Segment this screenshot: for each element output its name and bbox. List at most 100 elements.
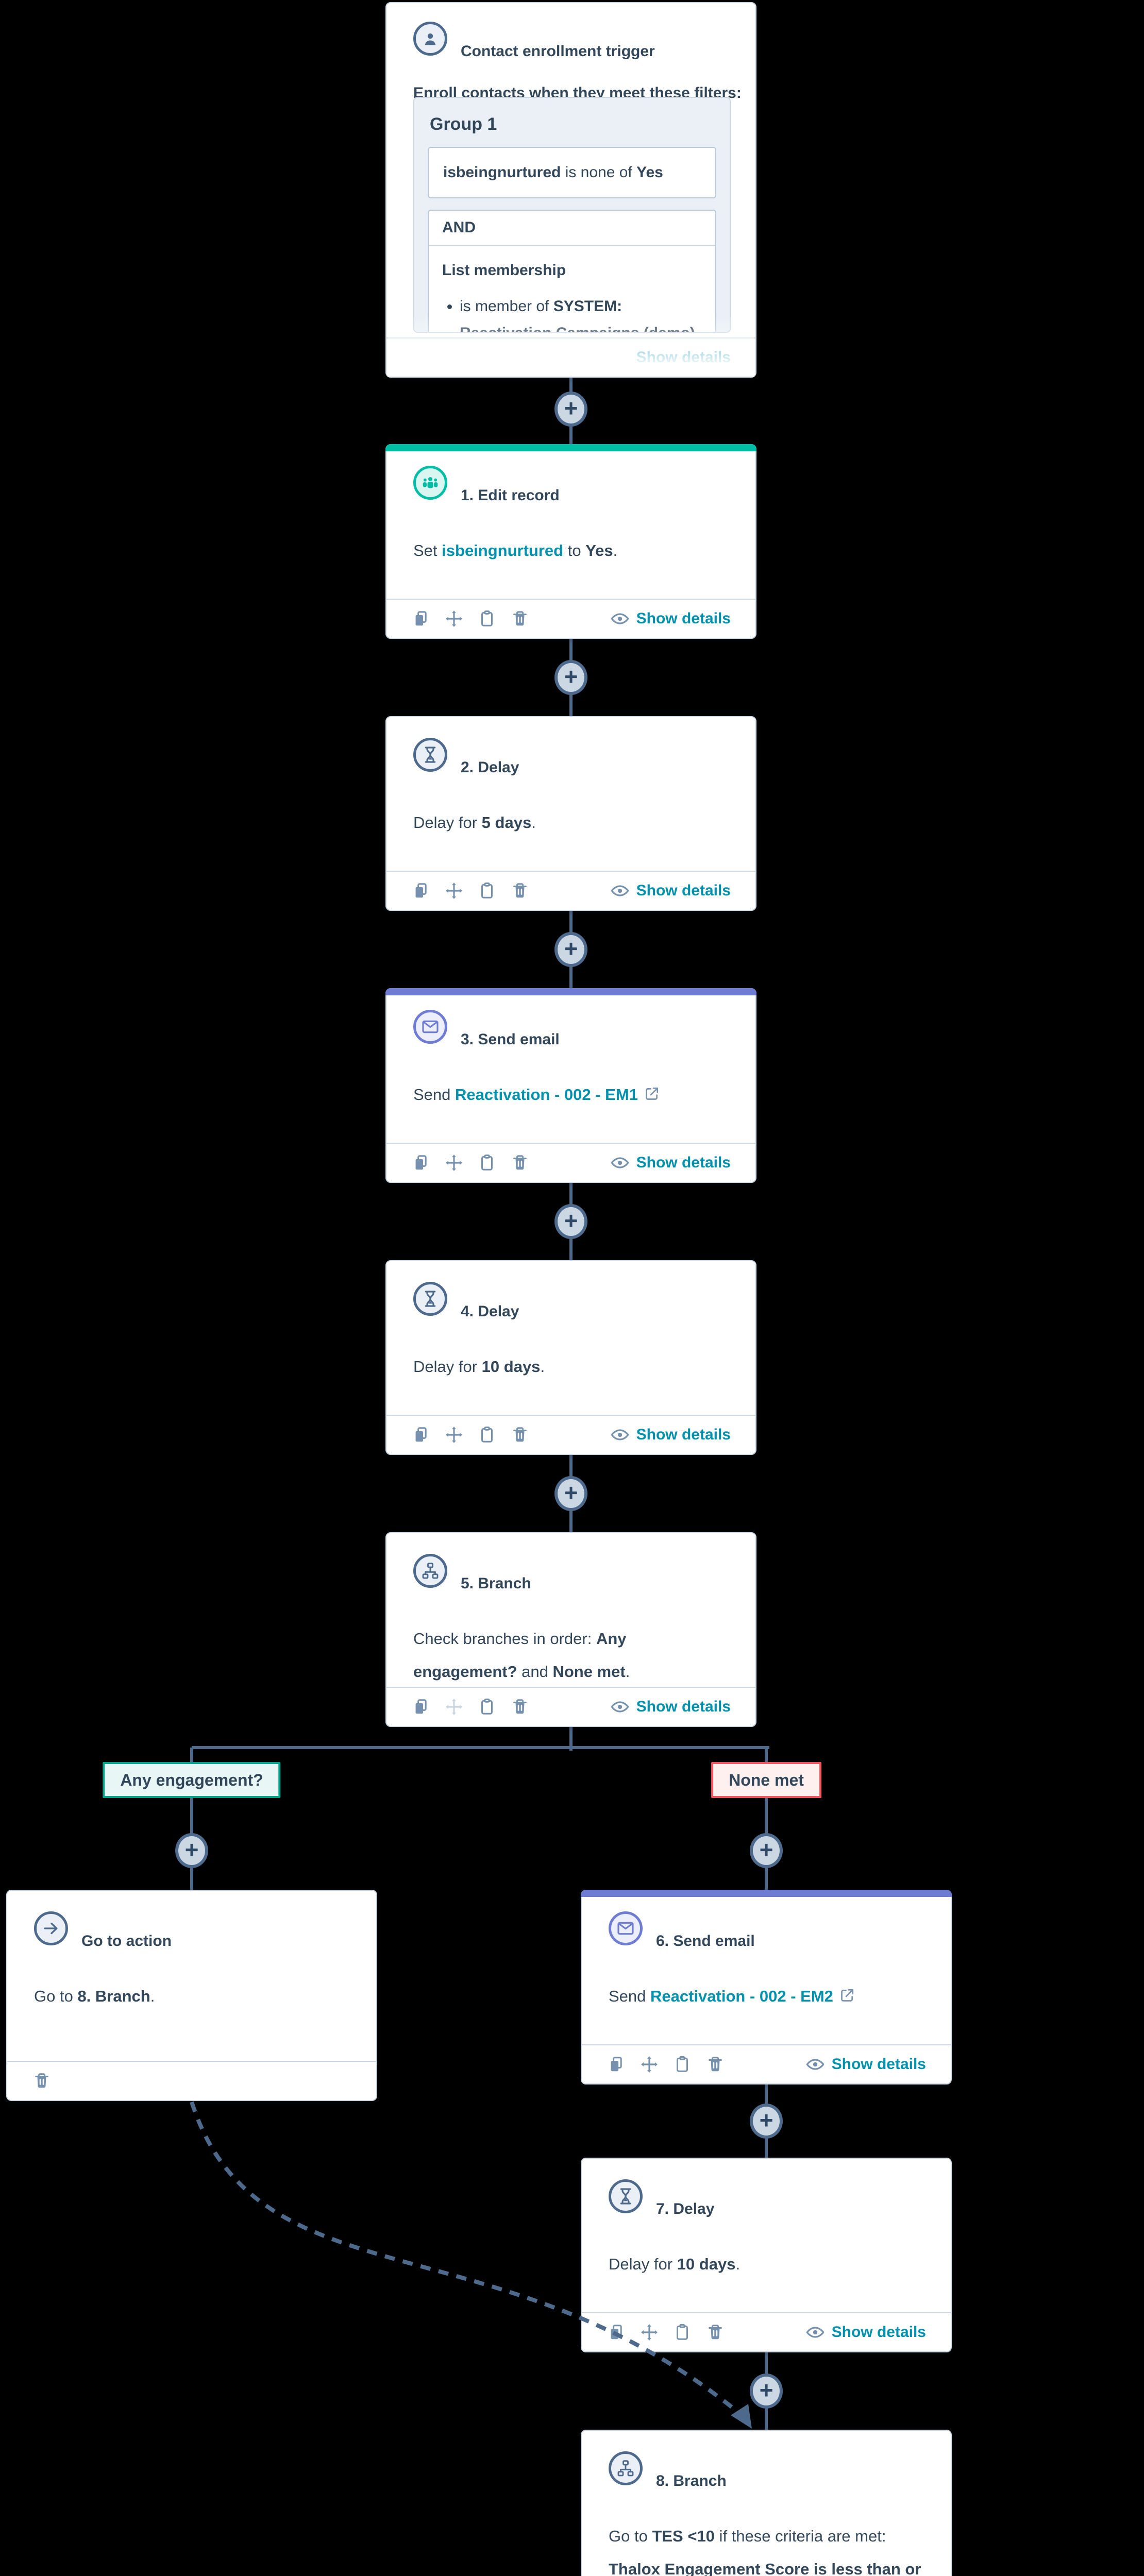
hourglass-icon	[413, 738, 447, 772]
clipboard-icon[interactable]	[477, 881, 497, 901]
connector-line	[192, 1746, 769, 1749]
clipboard-icon[interactable]	[477, 1425, 497, 1445]
external-link-icon[interactable]	[838, 1982, 856, 2002]
add-action-button[interactable]: +	[554, 932, 587, 967]
contact-icon	[413, 22, 447, 56]
filter-group: Group 1 isbeingnurtured is none of Yes A…	[413, 97, 731, 333]
add-action-button[interactable]: +	[554, 1204, 587, 1239]
show-details-link[interactable]: Show details	[805, 2322, 926, 2343]
record-link[interactable]: Reactivation - 002 - EM1	[455, 1086, 638, 1104]
show-details-link[interactable]: Show details	[610, 608, 731, 629]
copy-icon[interactable]	[411, 1425, 431, 1445]
move-icon[interactable]	[640, 2055, 659, 2074]
arrowhead	[731, 2404, 752, 2429]
move-icon[interactable]	[444, 881, 464, 901]
eye-icon	[610, 1697, 630, 1717]
add-action-button[interactable]: +	[750, 2104, 783, 2139]
trash-icon[interactable]	[510, 1153, 530, 1173]
trash-icon[interactable]	[32, 2071, 52, 2091]
show-details-link[interactable]: Show details	[610, 1697, 731, 1717]
add-action-button[interactable]: +	[554, 392, 587, 427]
card-body: Delay for 10 days.	[609, 2255, 741, 2273]
eye-icon	[610, 347, 630, 368]
card-title: 5. Branch	[461, 1574, 531, 1592]
show-details-link[interactable]: Show details	[610, 1425, 731, 1445]
card-footer: Show details	[386, 871, 755, 910]
list-membership-criteria: is member of SYSTEM: Reactivation Campai…	[460, 293, 702, 332]
card-footer: Show details	[582, 2312, 951, 2351]
record-link[interactable]: isbeingnurtured	[442, 541, 564, 560]
contacts-icon	[413, 466, 447, 500]
branch-icon	[413, 1554, 447, 1588]
card-title: 8. Branch	[656, 2472, 727, 2489]
and-filter-box[interactable]: AND List membership is member of SYSTEM:…	[428, 210, 716, 332]
add-action-button[interactable]: +	[750, 1833, 783, 1868]
show-details-link[interactable]: Show details	[610, 880, 731, 901]
branch-label: None met	[711, 1762, 821, 1798]
move-icon[interactable]	[444, 1153, 464, 1173]
copy-icon[interactable]	[411, 1153, 431, 1173]
eye-icon	[805, 2054, 826, 2075]
move-icon[interactable]	[444, 1425, 464, 1445]
enrollment-trigger-card[interactable]: Contact enrollment trigger Enroll contac…	[385, 2, 756, 378]
clipboard-icon[interactable]	[411, 348, 431, 367]
trash-icon[interactable]	[510, 1697, 530, 1717]
move-icon	[444, 1697, 464, 1717]
trash-icon[interactable]	[510, 1425, 530, 1445]
clipboard-icon[interactable]	[477, 609, 497, 629]
and-label: AND	[429, 211, 715, 246]
add-action-button[interactable]: +	[554, 660, 587, 695]
clipboard-icon[interactable]	[672, 2323, 692, 2342]
eye-icon	[610, 1425, 630, 1445]
show-details-link[interactable]: Show details	[610, 1153, 731, 1173]
card-body: Go to TES <10 if these criteria are met:…	[609, 2527, 921, 2576]
eye-icon	[610, 880, 630, 901]
card-body: Check branches in order: Any engagement?…	[413, 1630, 630, 1681]
email-icon	[609, 1911, 643, 1945]
clipboard-icon[interactable]	[477, 1697, 497, 1717]
trigger-footer: Show details	[386, 337, 755, 377]
clipboard-icon[interactable]	[672, 2055, 692, 2074]
eye-icon	[805, 2322, 826, 2343]
email-icon	[413, 1010, 447, 1044]
card-footer: Show details	[386, 1143, 755, 1182]
filter-row[interactable]: isbeingnurtured is none of Yes	[428, 147, 716, 198]
trash-icon[interactable]	[510, 881, 530, 901]
trigger-title: Contact enrollment trigger	[461, 42, 655, 60]
copy-icon[interactable]	[607, 2055, 626, 2074]
move-icon[interactable]	[640, 2323, 659, 2342]
card-footer: Show details	[386, 599, 755, 638]
trash-icon[interactable]	[705, 2055, 725, 2074]
clipboard-icon[interactable]	[477, 1153, 497, 1173]
add-action-button[interactable]: +	[554, 1476, 587, 1511]
add-action-button[interactable]: +	[750, 2374, 783, 2409]
copy-icon[interactable]	[411, 609, 431, 629]
show-details-link[interactable]: Show details	[805, 2054, 926, 2075]
copy-icon[interactable]	[411, 881, 431, 901]
card-body: Send Reactivation - 002 - EM2	[609, 1980, 924, 2013]
copy-icon[interactable]	[607, 2323, 626, 2342]
branch-icon	[609, 2451, 643, 2485]
show-details-link[interactable]: Show details	[610, 347, 731, 368]
add-action-button[interactable]: +	[175, 1833, 208, 1868]
copy-icon[interactable]	[411, 1697, 431, 1717]
eye-icon	[610, 1153, 630, 1173]
card-body: Go to 8. Branch.	[34, 1987, 155, 2005]
record-link[interactable]: Reactivation - 002 - EM2	[650, 1987, 833, 2005]
trash-icon[interactable]	[705, 2323, 725, 2342]
move-icon[interactable]	[444, 609, 464, 629]
external-link-icon[interactable]	[643, 1081, 661, 1100]
step-8-card[interactable]: 8. Branch Go to TES <10 if these criteria…	[581, 2430, 952, 2576]
card-accent-bar	[581, 1890, 952, 1897]
trash-icon[interactable]	[510, 609, 530, 629]
card-body: Set isbeingnurtured to Yes.	[413, 541, 618, 560]
